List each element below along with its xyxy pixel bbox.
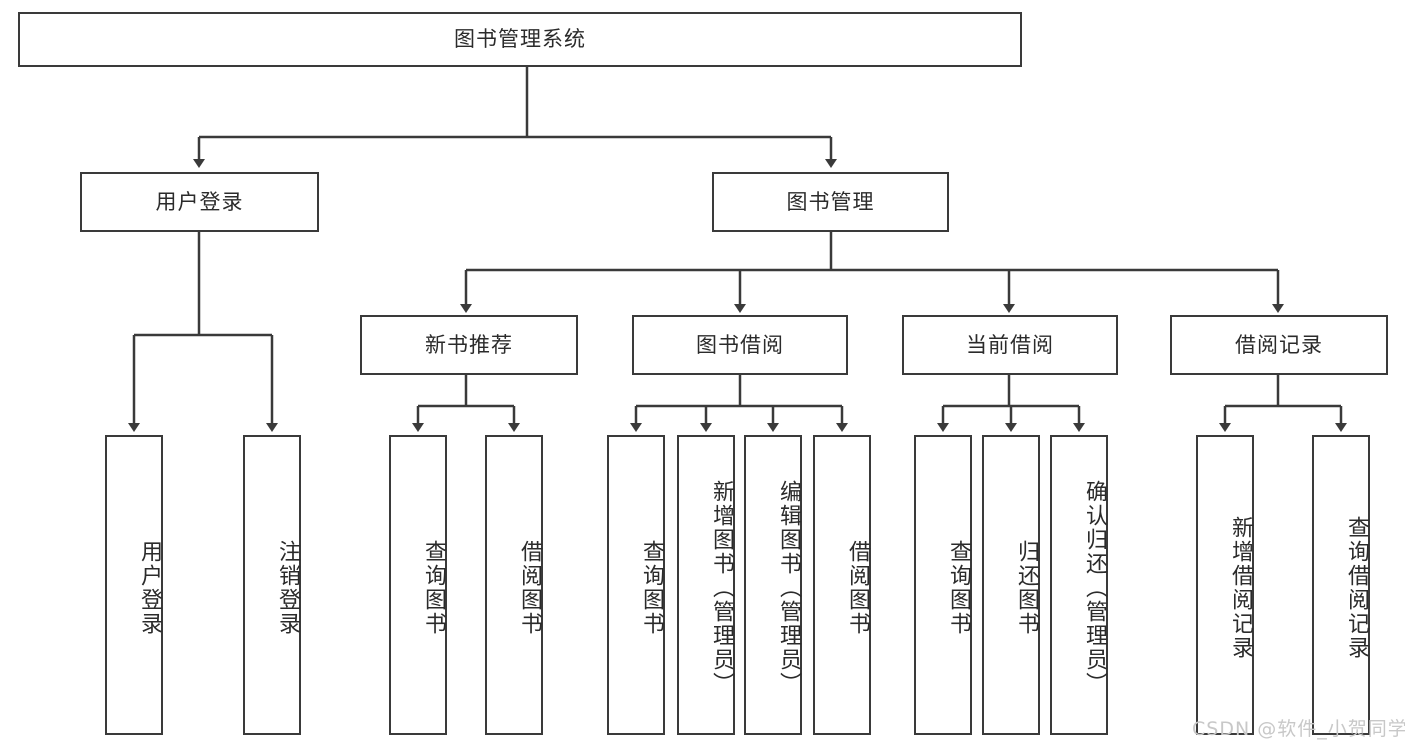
node-label: 查询图书 xyxy=(946,540,971,636)
watermark-text: CSDN @软件_小贺同学 xyxy=(1192,718,1405,740)
leaf-record-query-borrow-record[interactable]: 查询借阅记录 xyxy=(1312,435,1370,735)
node-label: 查询图书 xyxy=(421,540,446,636)
leaf-borrow-add-book-admin[interactable]: 新增图书（管理员） xyxy=(677,435,735,735)
node-label: 查询图书 xyxy=(639,540,664,636)
node-label: 借阅图书 xyxy=(845,540,870,636)
node-label: 当前借阅 xyxy=(966,332,1054,357)
leaf-current-return-book[interactable]: 归还图书 xyxy=(982,435,1040,735)
node-current-borrow[interactable]: 当前借阅 xyxy=(902,315,1118,375)
leaf-borrow-query-book[interactable]: 查询图书 xyxy=(607,435,665,735)
leaf-recommend-query-book[interactable]: 查询图书 xyxy=(389,435,447,735)
leaf-borrow-edit-book-admin[interactable]: 编辑图书（管理员） xyxy=(744,435,802,735)
node-borrow-record[interactable]: 借阅记录 xyxy=(1170,315,1388,375)
leaf-recommend-borrow-book[interactable]: 借阅图书 xyxy=(485,435,543,735)
node-label: 用户登录 xyxy=(155,189,244,214)
node-label: 图书管理 xyxy=(786,189,875,214)
node-book-management[interactable]: 图书管理 xyxy=(712,172,949,232)
leaf-user-logout[interactable]: 注销登录 xyxy=(243,435,301,735)
node-label: 新增借阅记录 xyxy=(1228,516,1253,660)
node-new-book-recommend[interactable]: 新书推荐 xyxy=(360,315,578,375)
node-label: 借阅图书 xyxy=(517,540,542,636)
node-user-login[interactable]: 用户登录 xyxy=(80,172,319,232)
csdn-watermark: CSDN @软件_小贺同学 xyxy=(1192,714,1405,741)
node-label: 编辑图书（管理员） xyxy=(776,480,801,696)
node-label: 图书管理系统 xyxy=(454,27,586,52)
leaf-user-login[interactable]: 用户登录 xyxy=(105,435,163,735)
node-label: 确认归还（管理员） xyxy=(1082,480,1107,696)
leaf-record-add-borrow-record[interactable]: 新增借阅记录 xyxy=(1196,435,1254,735)
node-label: 用户登录 xyxy=(137,540,162,636)
node-label: 图书借阅 xyxy=(696,332,784,357)
leaf-current-confirm-return-admin[interactable]: 确认归还（管理员） xyxy=(1050,435,1108,735)
node-label: 归还图书 xyxy=(1014,540,1039,636)
node-label: 新书推荐 xyxy=(425,332,513,357)
node-label: 注销登录 xyxy=(275,540,300,636)
node-root-book-management-system[interactable]: 图书管理系统 xyxy=(18,12,1022,67)
node-label: 新增图书（管理员） xyxy=(709,480,734,696)
node-label: 借阅记录 xyxy=(1235,332,1323,357)
leaf-current-query-book[interactable]: 查询图书 xyxy=(914,435,972,735)
node-label: 查询借阅记录 xyxy=(1344,516,1369,660)
leaf-borrow-borrow-book[interactable]: 借阅图书 xyxy=(813,435,871,735)
node-book-borrow[interactable]: 图书借阅 xyxy=(632,315,848,375)
